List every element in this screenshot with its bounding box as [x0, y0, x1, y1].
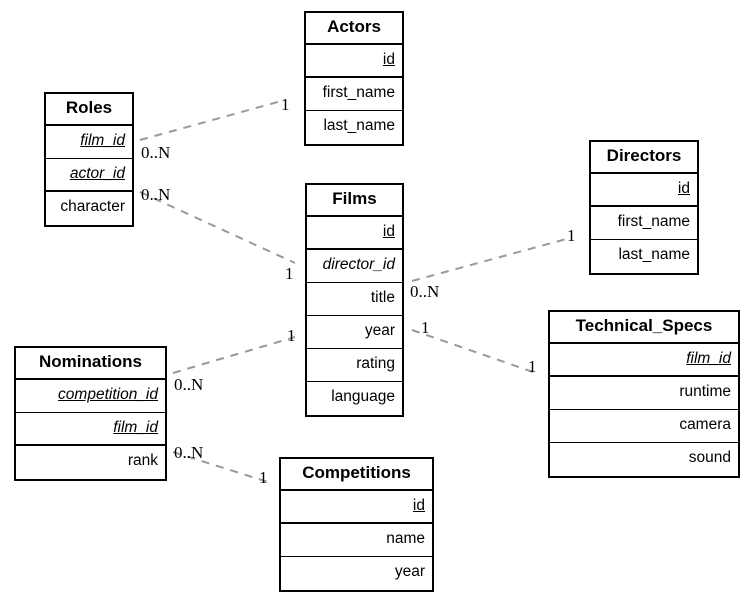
entity-title-competitions: Competitions — [281, 459, 432, 491]
entity-title-technical-specs: Technical_Specs — [550, 312, 738, 344]
attribute-films-year: year — [307, 316, 402, 349]
cardinality-roles-actors-from: 0..N — [141, 143, 171, 162]
attribute-roles-character: character — [46, 192, 132, 225]
attribute-label: id — [412, 497, 425, 514]
entity-competitions[interactable]: Competitions id name year — [279, 457, 434, 592]
cardinality-nominations-competitions-to: 1 — [259, 468, 268, 487]
attribute-directors-first-name: first_name — [591, 207, 697, 240]
attribute-technical-specs-camera: camera — [550, 410, 738, 443]
cardinality-nominations-competitions-from: 0..N — [174, 443, 204, 462]
attribute-label: runtime — [679, 383, 731, 400]
entity-title-nominations: Nominations — [16, 348, 165, 380]
cardinality-films-techspecs-to: 1 — [528, 357, 537, 376]
attribute-nominations-competition-id: competition_id — [16, 380, 165, 413]
attribute-films-language: language — [307, 382, 402, 415]
attribute-label: language — [331, 388, 395, 405]
cardinality-roles-films-to: 1 — [285, 264, 294, 283]
attribute-label: film_id — [80, 132, 125, 149]
attribute-films-director-id: director_id — [307, 250, 402, 283]
attribute-label: title — [370, 289, 395, 306]
attribute-competitions-id: id — [281, 491, 432, 524]
attribute-label: first_name — [322, 84, 395, 101]
attribute-actors-first-name: first_name — [306, 78, 402, 111]
attribute-label: last_name — [618, 246, 690, 263]
cardinality-nominations-films-from: 0..N — [174, 375, 204, 394]
attribute-films-rating: rating — [307, 349, 402, 382]
entity-attributes-competitions: id name year — [281, 491, 432, 590]
relationship-line-roles-actors — [139, 99, 286, 141]
cardinality-nominations-films-to: 1 — [287, 326, 296, 345]
entity-title-films: Films — [307, 185, 402, 217]
attribute-label: director_id — [322, 256, 395, 273]
attribute-label: year — [364, 322, 395, 339]
entity-directors[interactable]: Directors id first_name last_name — [589, 140, 699, 275]
attribute-label: last_name — [323, 117, 395, 134]
relationship-line-films-directors — [411, 237, 571, 282]
attribute-technical-specs-film-id: film_id — [550, 344, 738, 377]
relationship-line-nominations-films — [172, 336, 296, 374]
entity-title-roles: Roles — [46, 94, 132, 126]
attribute-label: competition_id — [58, 386, 158, 403]
cardinality-films-techspecs-from: 1 — [421, 318, 430, 337]
attribute-label: film_id — [686, 350, 731, 367]
attribute-technical-specs-runtime: runtime — [550, 377, 738, 410]
attribute-films-id: id — [307, 217, 402, 250]
attribute-roles-film-id: film_id — [46, 126, 132, 159]
attribute-films-title: title — [307, 283, 402, 316]
cardinality-films-directors-to: 1 — [567, 226, 576, 245]
attribute-label: film_id — [113, 419, 158, 436]
attribute-label: id — [382, 223, 395, 240]
attribute-label: id — [382, 51, 395, 68]
cardinality-roles-actors-to: 1 — [281, 95, 290, 114]
attribute-actors-id: id — [306, 45, 402, 78]
attribute-nominations-rank: rank — [16, 446, 165, 479]
entity-title-directors: Directors — [591, 142, 697, 174]
attribute-label: character — [60, 198, 125, 215]
attribute-nominations-film-id: film_id — [16, 413, 165, 446]
attribute-actors-last-name: last_name — [306, 111, 402, 144]
attribute-label: actor_id — [69, 165, 125, 182]
attribute-label: year — [394, 563, 425, 580]
attribute-competitions-year: year — [281, 557, 432, 590]
entity-attributes-actors: id first_name last_name — [306, 45, 402, 144]
cardinality-films-directors-from: 0..N — [410, 282, 440, 301]
attribute-directors-id: id — [591, 174, 697, 207]
attribute-label: rank — [127, 452, 158, 469]
attribute-technical-specs-sound: sound — [550, 443, 738, 476]
relationship-line-films-techspecs — [411, 329, 537, 374]
entity-attributes-roles: film_id actor_id character — [46, 126, 132, 225]
entity-actors[interactable]: Actors id first_name last_name — [304, 11, 404, 146]
attribute-roles-actor-id: actor_id — [46, 159, 132, 192]
attribute-directors-last-name: last_name — [591, 240, 697, 273]
attribute-label: camera — [679, 416, 731, 433]
entity-attributes-directors: id first_name last_name — [591, 174, 697, 273]
attribute-label: id — [677, 180, 690, 197]
attribute-label: first_name — [617, 213, 690, 230]
cardinality-roles-films-from: 0..N — [141, 185, 171, 204]
entity-title-actors: Actors — [306, 13, 402, 45]
attribute-competitions-name: name — [281, 524, 432, 557]
attribute-label: rating — [356, 355, 395, 372]
attribute-label: name — [386, 530, 425, 547]
entity-roles[interactable]: Roles film_id actor_id character — [44, 92, 134, 227]
attribute-label: sound — [688, 449, 731, 466]
